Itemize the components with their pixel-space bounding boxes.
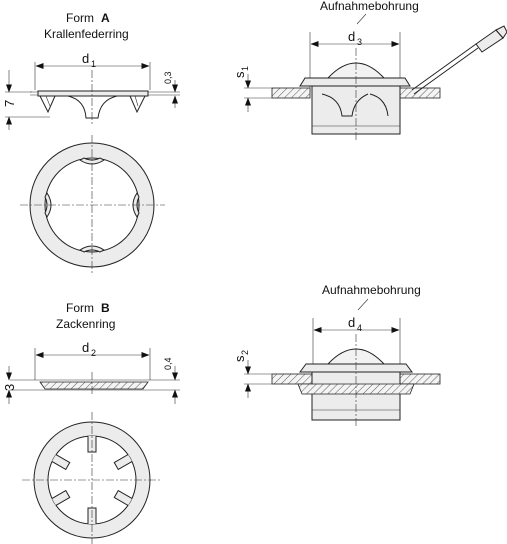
form-b-letter: B xyxy=(101,301,110,315)
install-bottom-s-label: s xyxy=(232,355,247,362)
form-a-form-word: Form xyxy=(66,11,94,25)
form-a-d-sub: 1 xyxy=(91,59,96,69)
form-a-heading: Form A Krallenfederring xyxy=(44,11,129,41)
install-bottom-s-sub: 2 xyxy=(240,350,250,355)
install-bottom-d-label: d xyxy=(348,315,355,330)
install-bottom-heading: Aufnahmebohrung xyxy=(322,283,421,311)
form-b-side-view xyxy=(10,372,180,396)
form-a-letter: A xyxy=(101,11,110,25)
form-b-name: Zackenring xyxy=(56,317,115,331)
form-a-d-label: d xyxy=(82,51,89,66)
form-a-name: Krallenfederring xyxy=(44,27,129,41)
install-bottom-title: Aufnahmebohrung xyxy=(322,283,421,297)
form-b-height-dimension: 3 xyxy=(2,366,17,404)
install-top-d-label: d xyxy=(348,29,355,44)
form-a-thickness-dimension: 0,3 xyxy=(163,71,178,108)
form-b-d-label: d xyxy=(82,340,89,355)
install-bottom-section xyxy=(271,334,441,428)
form-b-thickness-label: 0,4 xyxy=(163,357,173,370)
install-top-heading: Aufnahmebohrung xyxy=(320,0,419,25)
form-b-d-sub: 2 xyxy=(91,348,96,358)
form-b-form-word: Form xyxy=(66,301,94,315)
install-top-s-sub: 1 xyxy=(240,66,250,71)
install-bottom-plate-dimension: s 2 xyxy=(232,350,272,398)
form-a-height-label: 7 xyxy=(2,100,17,107)
install-top-plate-dimension: s 1 xyxy=(232,66,272,112)
form-a-diameter-dimension: d 1 xyxy=(34,51,151,90)
form-b-height-label: 3 xyxy=(2,384,17,391)
form-b-top-view xyxy=(22,412,162,544)
form-b-heading: Form B Zackenring xyxy=(56,301,115,331)
install-top-section xyxy=(271,25,507,142)
install-bottom-d-sub: 4 xyxy=(357,323,362,333)
form-a-height-dimension: 7 xyxy=(2,70,50,130)
install-top-s-label: s xyxy=(232,71,247,78)
form-a-side-view xyxy=(30,70,180,125)
form-b-thickness-dimension: 0,4 xyxy=(163,357,178,404)
form-b-diameter-dimension: d 2 xyxy=(34,340,151,380)
form-a-top-view xyxy=(20,135,165,275)
install-top-d-sub: 3 xyxy=(357,37,362,47)
form-a-thickness-label: 0,3 xyxy=(163,71,173,84)
install-top-title: Aufnahmebohrung xyxy=(320,0,419,13)
